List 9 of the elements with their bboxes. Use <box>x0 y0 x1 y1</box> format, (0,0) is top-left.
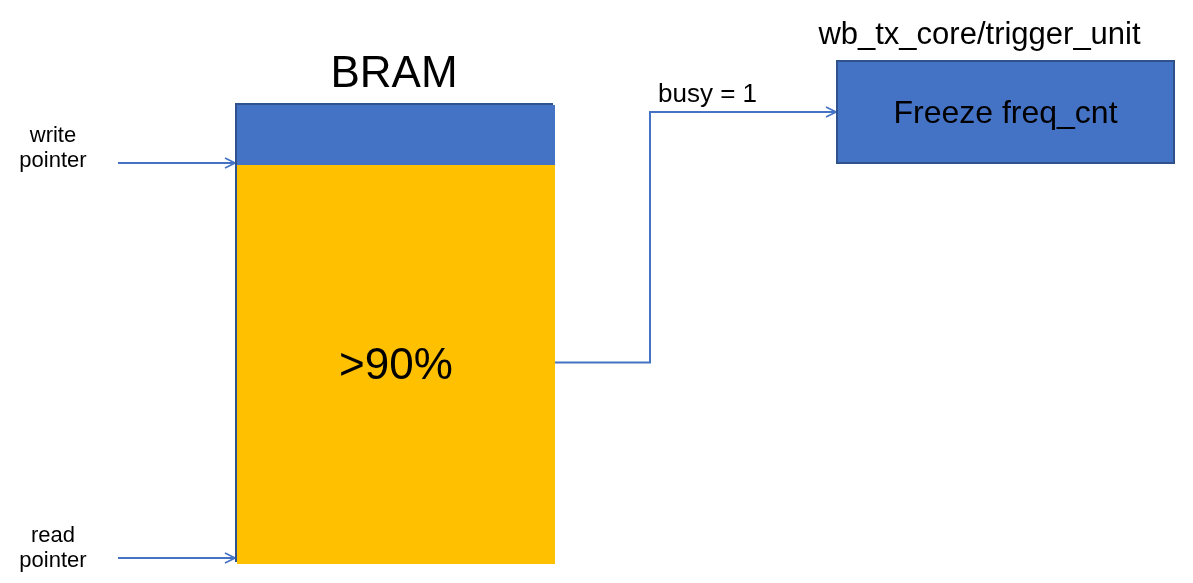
heading: BRAM <box>330 47 458 96</box>
heading: wb_tx_core/trigger_unit <box>818 16 1141 51</box>
percentage-label: >90% <box>339 339 453 390</box>
pointer-label: read pointer <box>0 522 106 573</box>
arrow <box>117 157 236 169</box>
arrow <box>117 552 236 564</box>
memory-band <box>237 105 555 165</box>
pointer-label: write pointer <box>0 122 106 173</box>
box-label: Freeze freq_cnt <box>893 93 1118 131</box>
